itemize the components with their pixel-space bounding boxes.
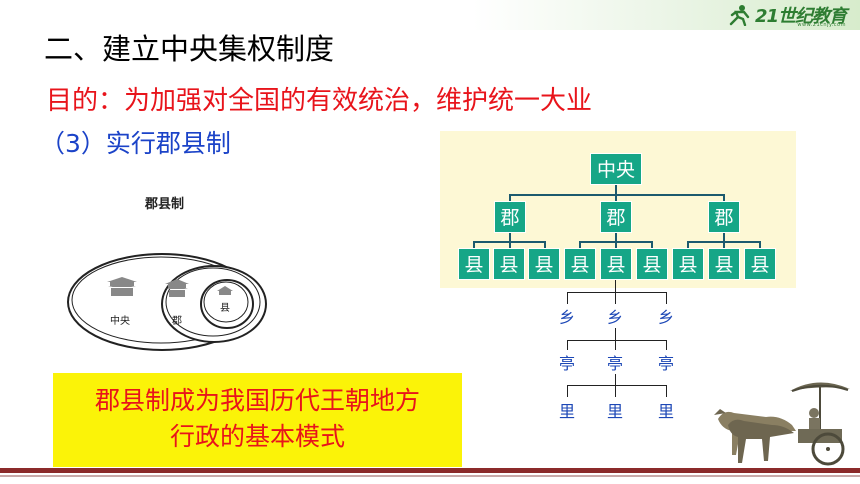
connector [473,241,475,249]
org-pavilion: 亭 [657,354,674,373]
connector [723,241,725,249]
connector [615,241,617,249]
connector [666,340,667,350]
org-village: 里 [606,402,623,421]
logo-url-text: www.21cnjy.com [797,22,846,28]
org-township: 乡 [558,308,575,327]
org-township: 乡 [657,308,674,327]
org-commandery: 郡 [600,201,632,233]
connector [567,385,568,397]
connector [615,374,616,385]
org-county: 县 [708,248,740,280]
header-band [0,0,860,30]
palace-icon [107,277,137,296]
org-township: 乡 [606,308,623,327]
page-title: 二、建立中央集权制度 [44,32,335,66]
connector [544,241,546,249]
org-pavilion: 亭 [606,354,623,373]
connector [666,292,667,304]
highlight-line-2: 行政的基本模式 [169,422,345,451]
connector [567,340,568,350]
org-village: 里 [558,402,575,421]
connector [567,292,568,304]
connector [579,241,581,249]
house-icon [217,286,233,295]
subsection-heading: （3）实行郡县制 [40,129,231,158]
highlight-box: 郡县制成为我国历代王朝地方 行政的基本模式 [53,373,462,467]
purpose-text: 目的：为加强对全国的有效统治，维护统一大业 [46,86,593,116]
diagram-label-center: 中央 [110,314,130,327]
connector [567,340,667,341]
org-chart: 中央 郡 郡 郡 县 县 县 县 县 县 县 县 县 [440,131,796,288]
diagram-title: 郡县制 [145,197,185,212]
org-county: 县 [493,248,525,280]
org-commandery: 郡 [494,201,526,233]
org-county: 县 [600,248,632,280]
connector [615,385,616,397]
org-village: 里 [657,402,674,421]
connector [651,241,653,249]
footer-rule [0,468,860,473]
site-logo: 21世纪教育 www.21cnjy.com [727,2,847,28]
org-county: 县 [744,248,776,280]
connector [615,340,616,350]
diagram-label-commandery: 郡 [172,315,182,327]
connector [687,241,689,249]
bronze-chariot-image [714,382,850,466]
connector [615,194,617,202]
org-root: 中央 [590,153,642,185]
diagram-label-county: 县 [220,302,230,314]
connector [509,233,511,242]
org-commandery: 郡 [708,201,740,233]
palace-icon [165,279,189,297]
connector [567,292,667,293]
connector [509,194,511,202]
connector [615,233,617,242]
org-county: 县 [636,248,668,280]
org-county: 县 [672,248,704,280]
footer-rule-thin [0,475,860,477]
connector [666,385,667,397]
org-county: 县 [564,248,596,280]
connector [723,233,725,242]
connector [615,280,616,292]
highlight-line-1: 郡县制成为我国历代王朝地方 [94,386,420,415]
connector [567,385,667,386]
org-pavilion: 亭 [558,354,575,373]
connector [615,185,617,195]
connector [759,241,761,249]
connector [509,241,511,249]
org-county: 县 [458,248,490,280]
runner-icon [729,5,750,26]
logo-text: 21世纪教育 [754,6,847,27]
connector [723,194,725,202]
connector [615,292,616,304]
org-county: 县 [528,248,560,280]
connector [615,328,616,340]
nested-circles-diagram: 中央 郡 县 [67,253,267,351]
